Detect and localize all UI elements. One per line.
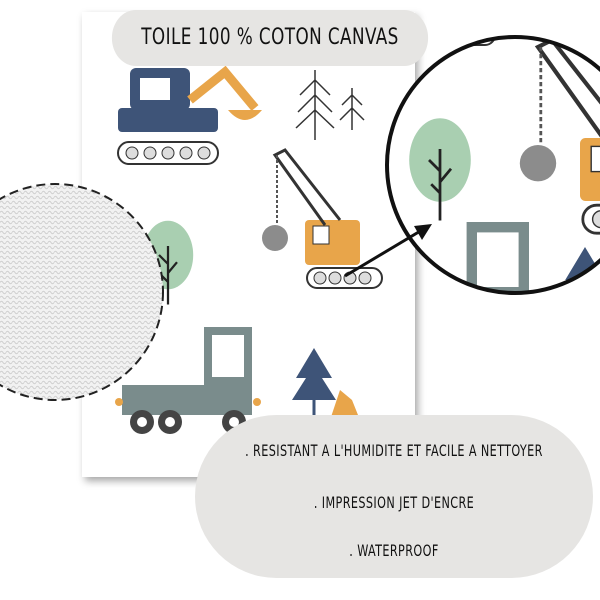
feature-item: . IMPRESSION JET D'ENCRE [313, 493, 475, 512]
feature-item: . RESISTANT A L'HUMIDITE ET FACILE A NET… [245, 441, 543, 460]
zoom-arrow [344, 224, 432, 278]
magnifier [385, 35, 600, 295]
excavator [117, 65, 262, 165]
feature-item: . WATERPROOF [349, 541, 439, 560]
title-banner: TOILE 100 % COTON CANVAS [111, 10, 429, 66]
pine-sketch [295, 70, 365, 140]
title-text: TOILE 100 % COTON CANVAS [141, 25, 399, 50]
features-banner: . RESISTANT A L'HUMIDITE ET FACILE A NET… [195, 415, 593, 578]
fabric-texture-swatch [0, 183, 164, 401]
